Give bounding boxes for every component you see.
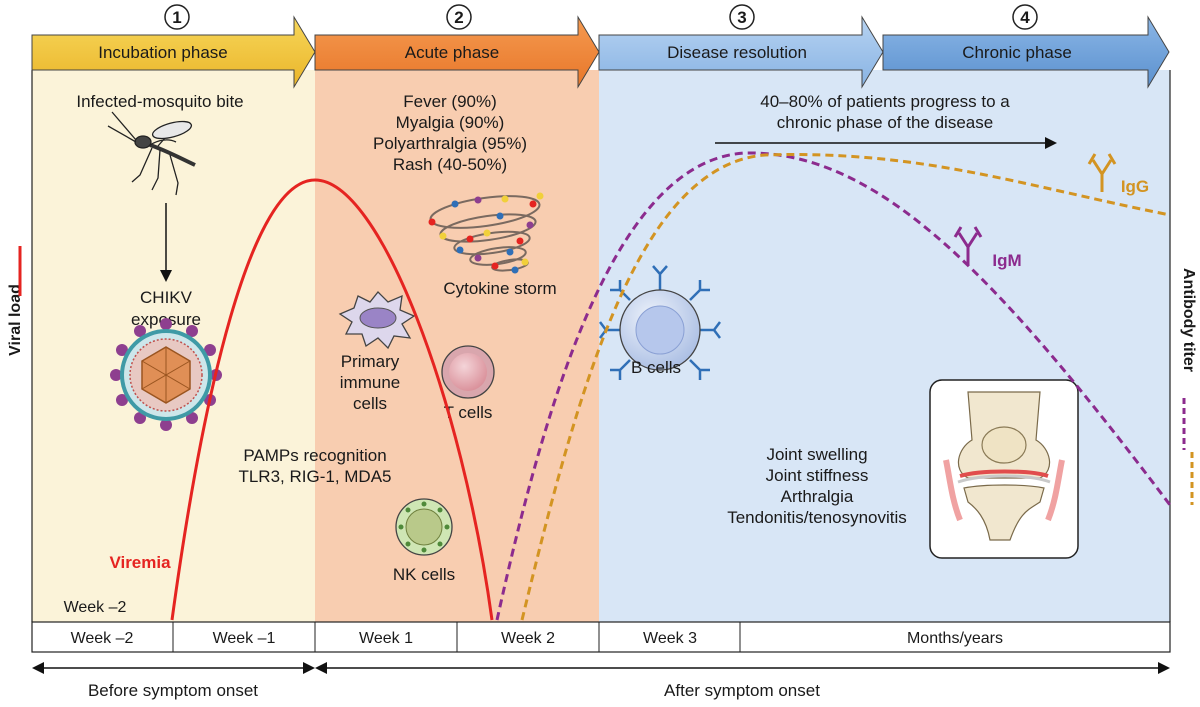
phase-label-incubation: Incubation phase (98, 43, 228, 62)
joint-symptom-tendonitis: Tendonitis/tenosynovitis (727, 508, 907, 527)
timeline-week-2: Week 2 (501, 630, 555, 647)
symptom-myalgia: Myalgia (90%) (396, 113, 505, 132)
b-cells-label: B cells (631, 358, 681, 377)
pamps-line1: PAMPs recognition (243, 446, 386, 465)
t-cell-icon (441, 345, 495, 399)
symptom-rash: Rash (40-50%) (393, 155, 507, 174)
svg-text:1: 1 (172, 8, 181, 27)
timeline-week-1: Week 1 (359, 630, 413, 647)
viremia-label: Viremia (109, 553, 171, 572)
b-cell-icon (599, 265, 721, 380)
week-marker: Week –2 (64, 599, 127, 616)
antibody-titer-label: Antibody titer (1180, 268, 1197, 372)
cytokine-storm-icon (428, 192, 544, 274)
phase-arrow-incubation: Incubation phase (31, 15, 316, 89)
viral-load-label: Viral load (7, 284, 24, 356)
after-onset-label: After symptom onset (664, 681, 820, 700)
nk-cell-icon (395, 498, 453, 556)
phase-number-3: 3 (729, 4, 755, 30)
timeline-months-years: Months/years (907, 630, 1003, 647)
igg-label: IgG (1121, 177, 1149, 196)
igm-antibody-icon (953, 226, 983, 265)
knee-joint-icon (929, 379, 1079, 559)
mosquito-bite-label: Infected-mosquito bite (76, 92, 243, 111)
pamps-line2: TLR3, RIG-1, MDA5 (238, 467, 391, 486)
acute-panel (315, 70, 599, 622)
mosquito-icon (107, 111, 196, 196)
symptom-polyarthralgia: Polyarthralgia (95%) (373, 134, 527, 153)
primary-cells-line1: Primary (341, 352, 400, 371)
virus-icon (110, 318, 222, 431)
chikv-label: CHIKV (140, 288, 193, 307)
joint-symptom-swelling: Joint swelling (766, 445, 867, 464)
viral-load-curve (170, 178, 494, 621)
igg-antibody-icon (1087, 153, 1117, 192)
joint-symptom-stiffness: Joint stiffness (766, 466, 869, 485)
symptom-fever: Fever (90%) (403, 92, 497, 111)
cytokine-storm-label: Cytokine storm (443, 279, 556, 298)
progress-line1: 40–80% of patients progress to a (760, 92, 1010, 111)
phase-label-acute: Acute phase (405, 43, 500, 62)
igm-label: IgM (992, 251, 1021, 270)
after-onset-arrow: After symptom onset (315, 662, 1170, 700)
igm-curve (495, 151, 1172, 621)
before-onset-arrow: Before symptom onset (32, 662, 315, 700)
phase-number-1: 1 (164, 4, 190, 30)
nk-cells-label: NK cells (393, 565, 455, 584)
svg-text:2: 2 (454, 8, 463, 27)
timeline-week-minus1: Week –1 (213, 630, 276, 647)
joint-symptom-arthralgia: Arthralgia (781, 487, 854, 506)
primary-immune-cell-icon (338, 291, 416, 350)
primary-cells-line2: immune (340, 373, 400, 392)
phase-number-4: 4 (1012, 4, 1038, 30)
progress-line2: chronic phase of the disease (777, 113, 993, 132)
primary-cells-line3: cells (353, 394, 387, 413)
svg-text:3: 3 (737, 8, 746, 27)
timeline-bar: Week –2 Week –1 Week 1 Week 2 Week 3 Mon… (31, 621, 1171, 653)
svg-text:4: 4 (1020, 8, 1030, 27)
before-onset-label: Before symptom onset (88, 681, 258, 700)
timeline-week-3: Week 3 (643, 630, 697, 647)
viral-load-axis: Viral load (7, 246, 24, 356)
phase-number-2: 2 (446, 4, 472, 30)
timeline-week-minus2: Week –2 (71, 630, 134, 647)
igg-curve (520, 153, 1171, 621)
phase-arrow-chronic: Chronic phase (882, 15, 1170, 89)
phase-arrow-resolution: Disease resolution (598, 15, 884, 89)
phase-arrow-acute: Acute phase (314, 15, 600, 89)
phase-label-resolution: Disease resolution (667, 43, 807, 62)
antibody-titer-axis: Antibody titer (1180, 268, 1197, 505)
t-cells-label: T cells (444, 403, 493, 422)
phase-label-chronic: Chronic phase (962, 43, 1072, 62)
